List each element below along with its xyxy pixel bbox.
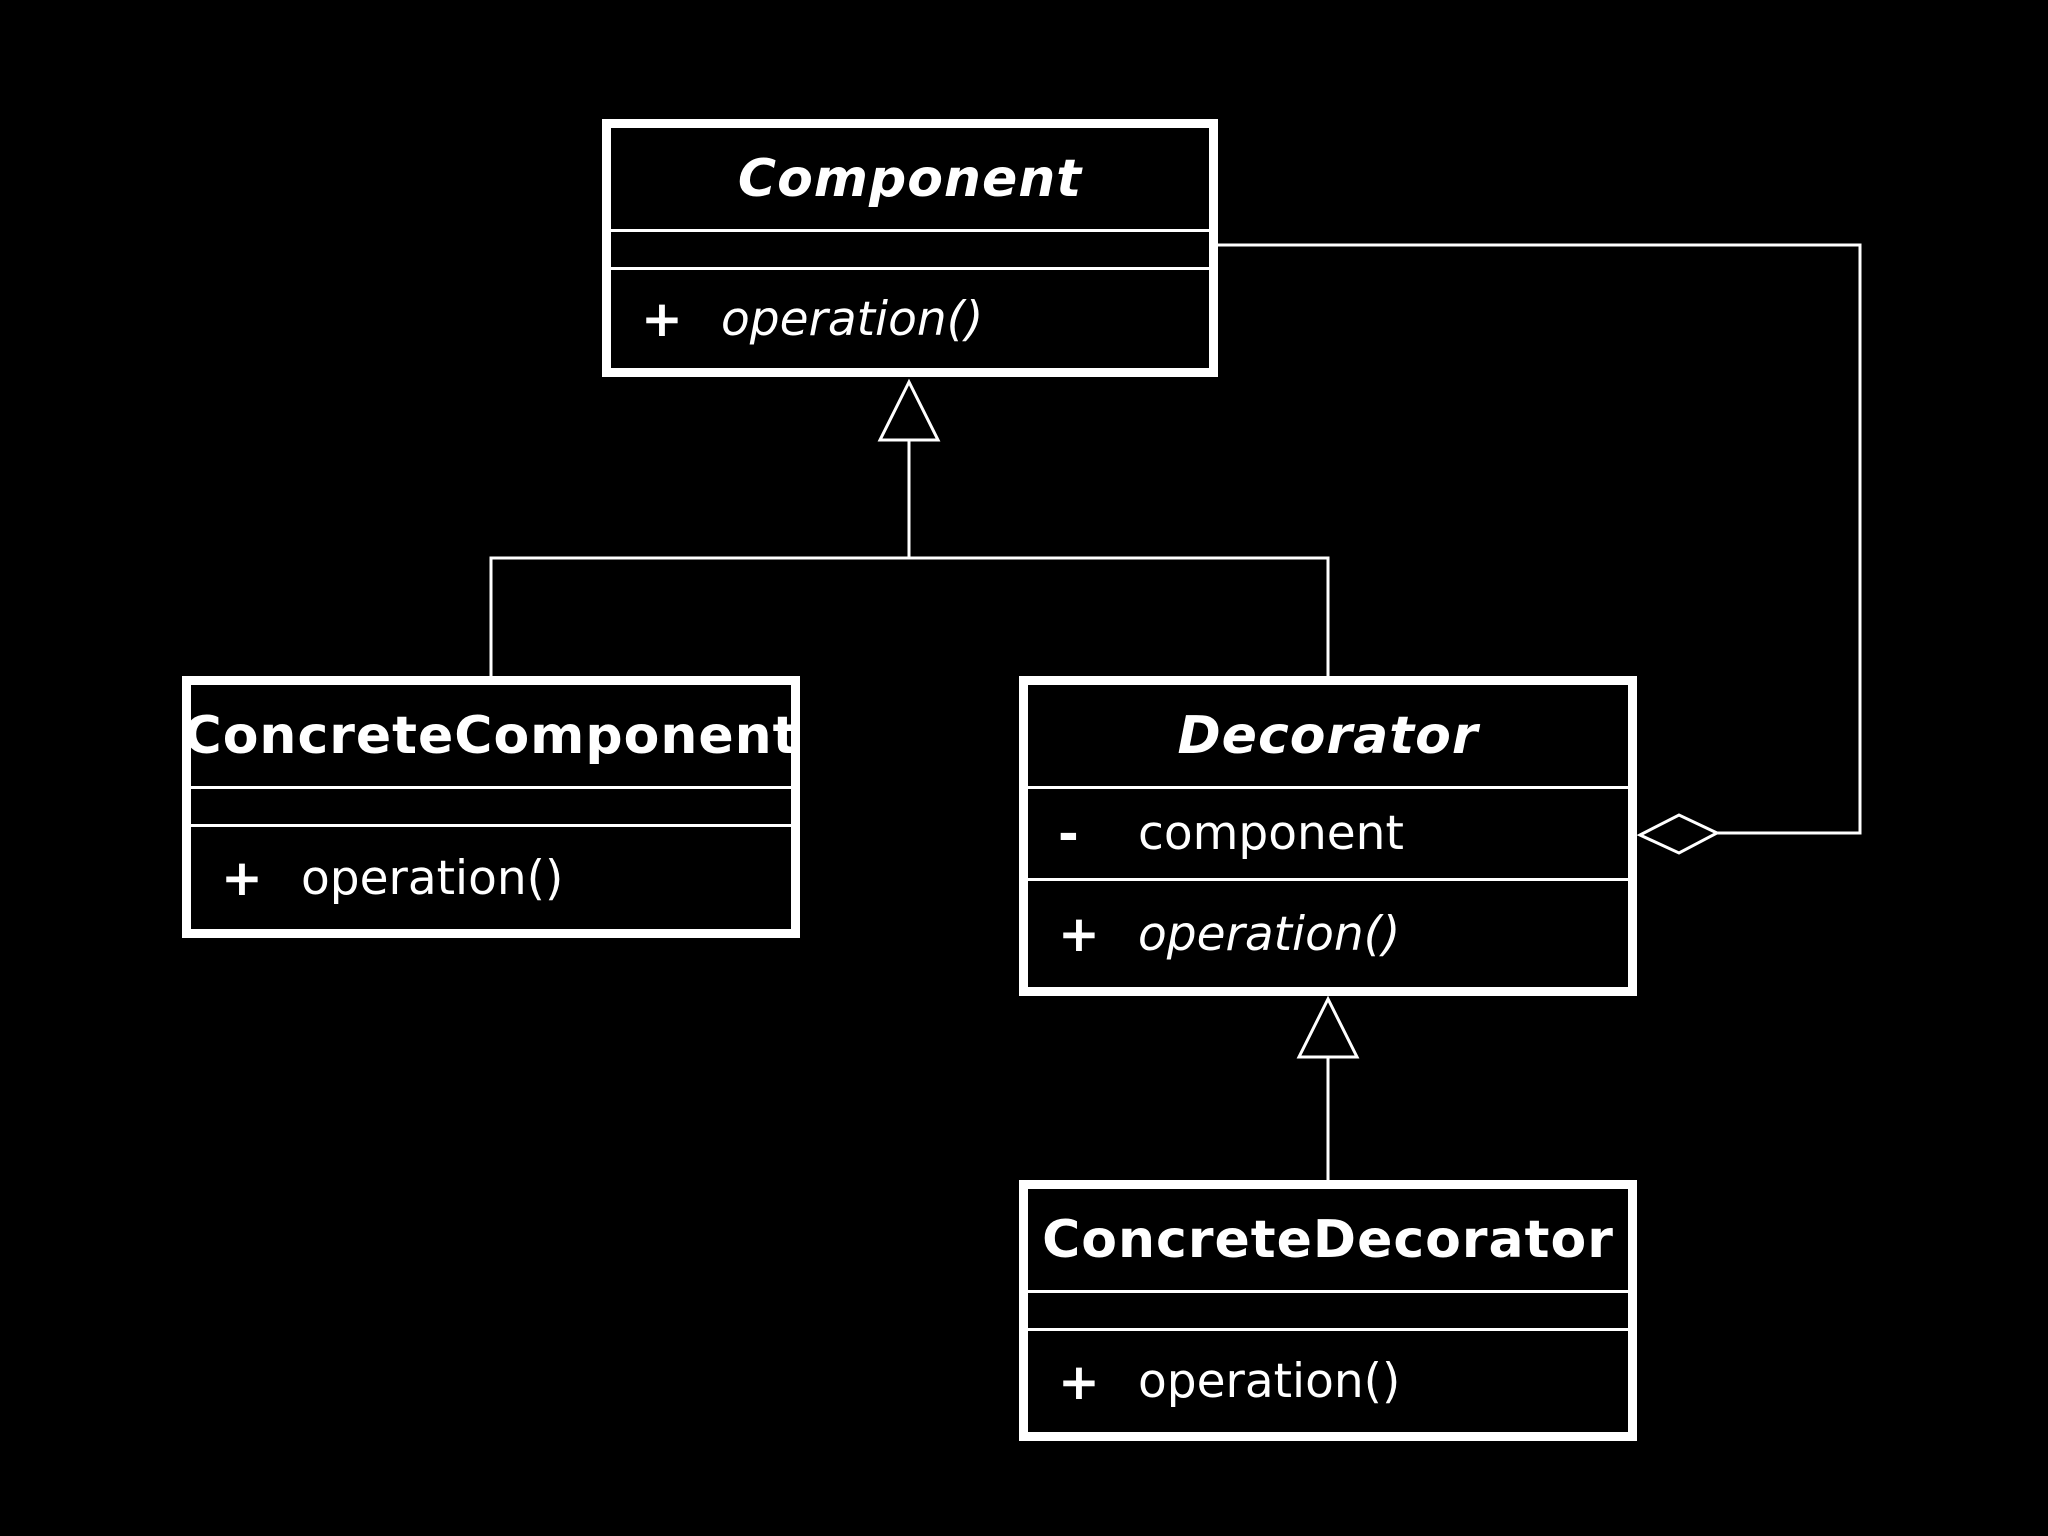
attributes-compartment-concrete-decorator [1028,1293,1628,1331]
generalization-line-concrete-component [489,440,911,676]
attributes-compartment-component [611,232,1209,270]
visibility-private: - [1058,804,1079,863]
visibility-public: + [1058,1352,1100,1411]
attributes-compartment-concrete-component [191,789,791,827]
operations-compartment-decorator: + operation() [1028,881,1628,987]
attributes-compartment-decorator: - component [1028,789,1628,881]
class-name-decorator: Decorator [1028,685,1628,789]
visibility-public: + [221,849,263,907]
class-component: Component + operation() [602,119,1218,377]
generalization-arrowhead-decorator [1296,995,1360,1059]
operations-compartment-concrete-decorator: + operation() [1028,1331,1628,1432]
class-concrete-component: ConcreteComponent + operation() [182,676,800,938]
visibility-public: + [1058,905,1100,963]
class-name-concrete-component: ConcreteComponent [184,685,797,789]
aggregation-line [1218,243,1862,835]
class-name-component: Component [611,128,1209,232]
class-name-concrete-decorator: ConcreteDecorator [1028,1189,1628,1293]
generalization-arrowhead-component [877,378,941,442]
operations-compartment-component: + operation() [611,270,1209,368]
class-decorator: Decorator - component + operation() [1019,676,1637,996]
aggregation-diamond [1636,813,1721,855]
operation-name: operation() [301,850,564,906]
operations-compartment-concrete-component: + operation() [191,827,791,929]
operation-name: operation() [1138,906,1401,962]
operation-name: operation() [721,291,984,347]
class-concrete-decorator: ConcreteDecorator + operation() [1019,1180,1637,1441]
generalization-line-decorator [909,556,1330,676]
visibility-public: + [641,290,683,348]
attribute-name: component [1138,806,1404,861]
operation-name: operation() [1138,1354,1401,1409]
